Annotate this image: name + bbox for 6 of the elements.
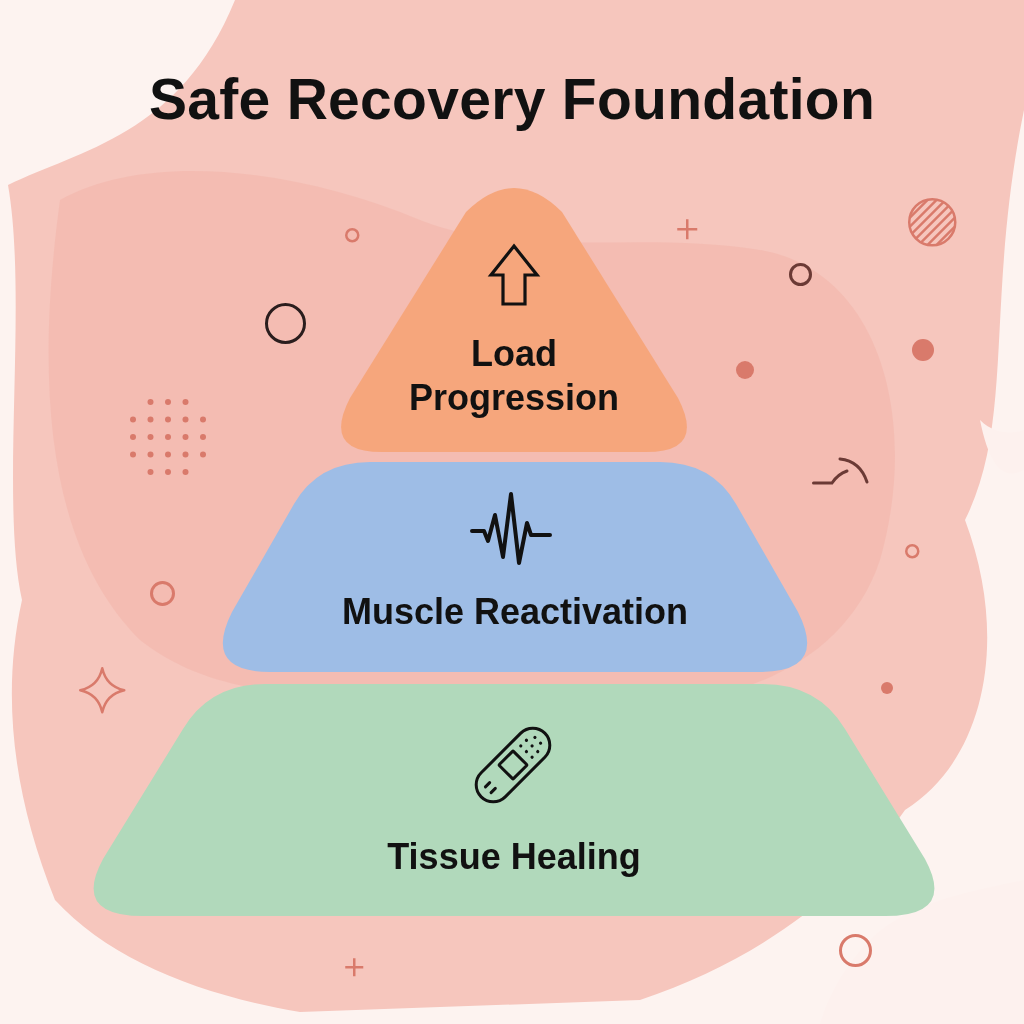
tier-label: Tissue Healing [387, 835, 641, 879]
pyramid-middle-tier [220, 462, 810, 672]
tier-label: Load Progression [408, 332, 620, 420]
pyramid-top-tier [338, 188, 690, 452]
tier-label: Muscle Reactivation [341, 590, 689, 634]
diagram-title: Safe Recovery Foundation [148, 66, 876, 133]
